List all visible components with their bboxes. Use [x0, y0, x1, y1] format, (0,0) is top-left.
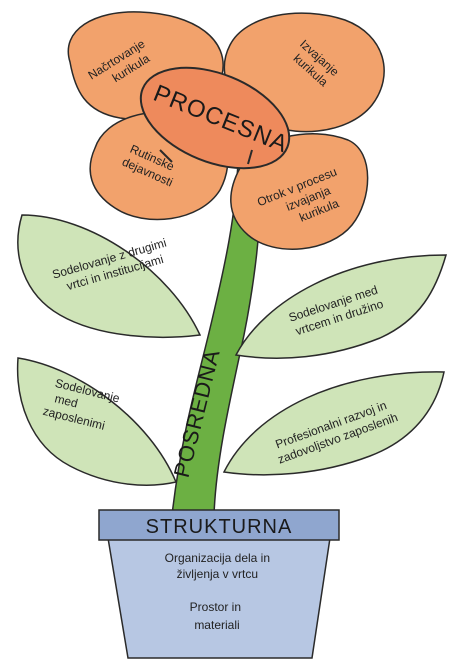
- flower-center: PROCESNA: [139, 66, 292, 170]
- leaf-right-upper: Sodelovanje med vrtcem in družino: [234, 254, 447, 359]
- leaf-left-upper: Sodelovanje z drugimi vrtci in instituci…: [17, 214, 202, 338]
- leaf-right-lower: Profesionalni razvoj in zadovoljstvo zap…: [222, 371, 445, 476]
- leaf-left-lower: Sodelovanje med zaposlenimi: [16, 357, 178, 486]
- pot-rim: [98, 509, 340, 541]
- flower-pot: STRUKTURNA Organizacija dela in življenj…: [98, 509, 340, 659]
- pot-label: Organizacija dela in življenja v vrtcu P…: [165, 551, 274, 632]
- pot-rim-label: STRUKTURNA: [146, 516, 293, 538]
